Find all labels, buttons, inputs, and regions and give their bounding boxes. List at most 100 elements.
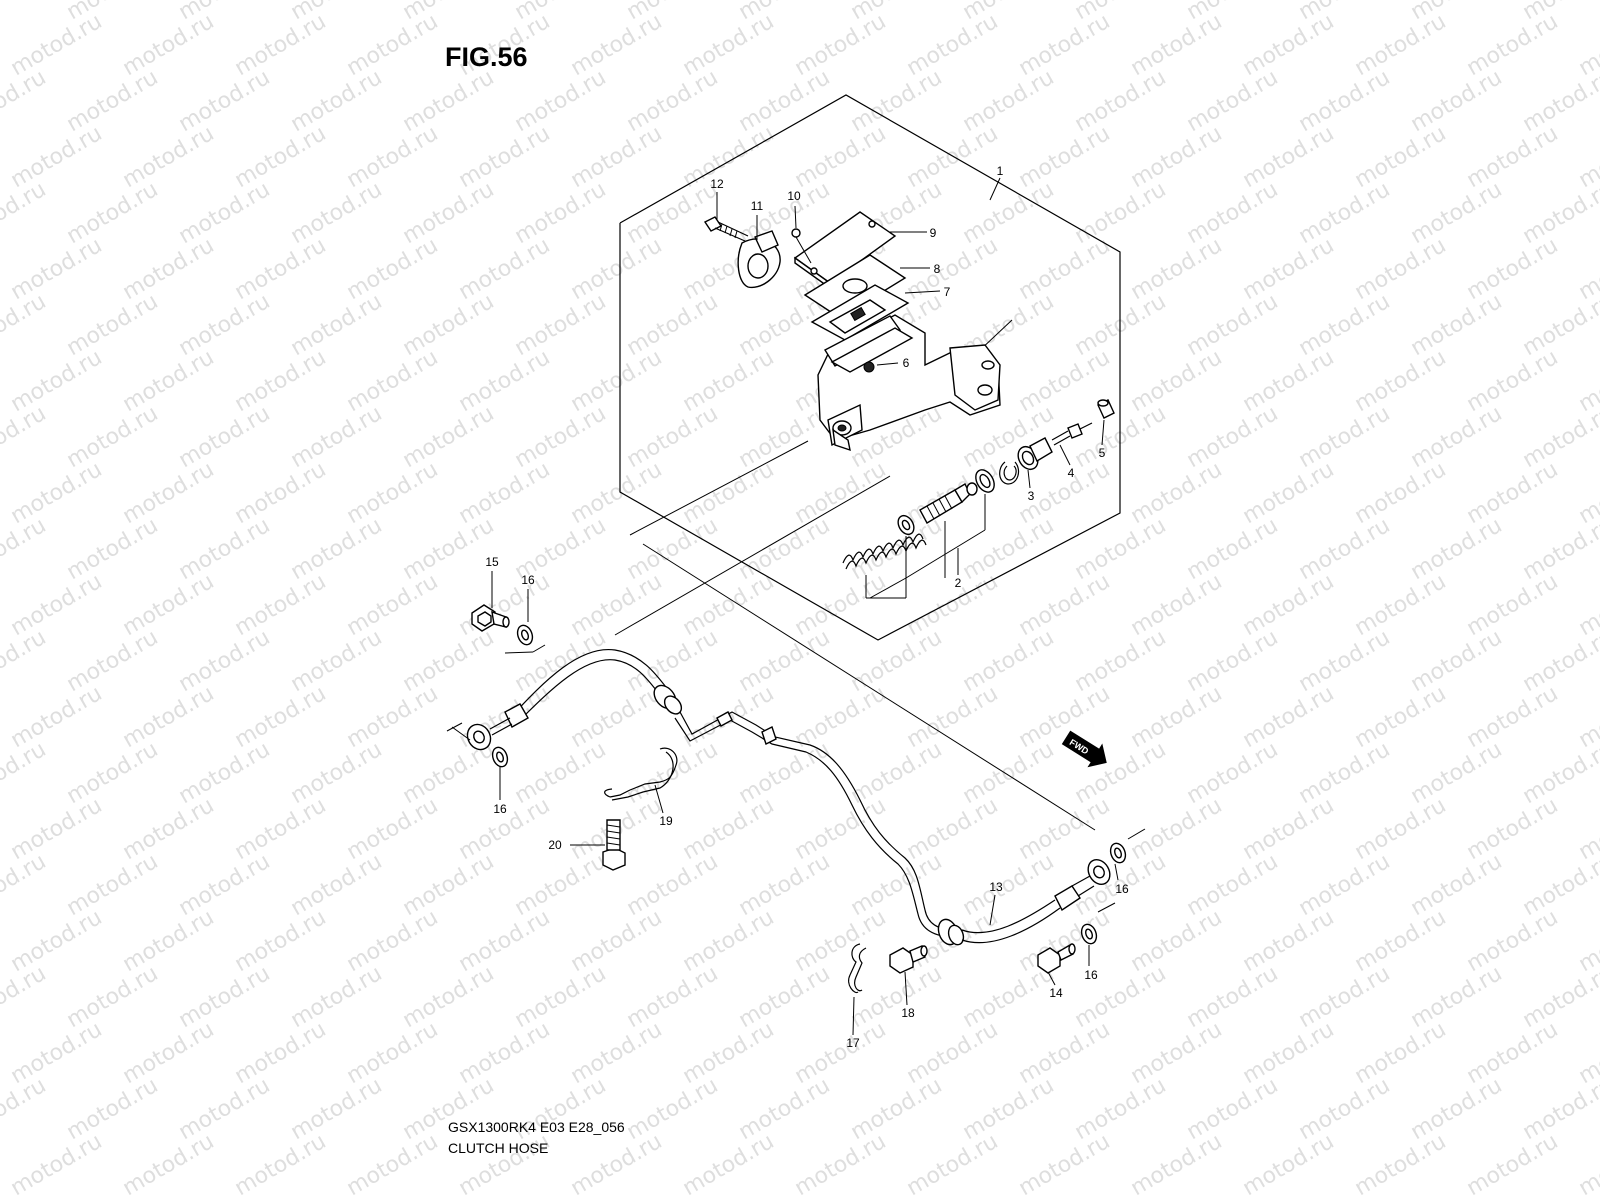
watermark-text: motod.ru (455, 233, 555, 305)
watermark-text: motod.ru (455, 569, 555, 641)
callout-2: 2 (955, 576, 962, 590)
watermark-text: motod.ru (343, 9, 443, 81)
watermark-text: motod.ru (1351, 681, 1451, 753)
watermark-text: motod.ru (679, 569, 779, 641)
figure-title: FIG.56 (445, 42, 528, 72)
boot (1017, 437, 1053, 471)
watermark-text: motod.ru (1295, 849, 1395, 921)
watermark-text: motod.ru (679, 793, 779, 865)
watermark-text: motod.ru (1351, 345, 1451, 417)
watermark-text: motod.ru (1519, 625, 1600, 697)
watermark-text: motod.ru (287, 65, 387, 137)
watermark-text: motod.ru (1127, 121, 1227, 193)
callout-12: 12 (710, 177, 724, 191)
callout-11: 11 (751, 199, 764, 213)
watermark-text: motod.ru (175, 849, 275, 921)
watermark-text: motod.ru (119, 121, 219, 193)
watermark-text: motod.ru (959, 65, 1059, 137)
watermark-text: motod.ru (399, 177, 499, 249)
watermark-text: motod.ru (0, 177, 50, 249)
watermark-text: motod.ru (679, 1129, 779, 1200)
watermark-text: motod.ru (1127, 681, 1227, 753)
watermark-text: motod.ru (679, 457, 779, 529)
callout-numbers: 1 2 3 4 5 6 7 8 9 10 11 12 13 14 15 16 1… (485, 164, 1129, 1050)
gasket-16d (1080, 923, 1098, 945)
watermark-text: motod.ru (903, 233, 1003, 305)
watermark-text: motod.ru (399, 849, 499, 921)
watermark-text: motod.ru (1351, 9, 1451, 81)
watermark-text: motod.ru (7, 1017, 107, 1089)
circlip-3 (999, 461, 1020, 485)
watermark-text: motod.ru (1407, 177, 1507, 249)
watermark-text: motod.ru (735, 1073, 835, 1145)
watermark-text: motod.ru (511, 65, 611, 137)
watermark-text: motod.ru (511, 289, 611, 361)
watermark-text: motod.ru (847, 65, 947, 137)
watermark-text: motod.ru (7, 345, 107, 417)
watermark-text: motod.ru (7, 457, 107, 529)
watermark-text: motod.ru (287, 625, 387, 697)
watermark-text: motod.ru (0, 737, 50, 809)
watermark-text: motod.ru (1015, 9, 1115, 81)
gasket-16c (1109, 842, 1127, 864)
watermark-text: motod.ru (1407, 65, 1507, 137)
watermark-text: motod.ru (735, 65, 835, 137)
reservoir-cap (793, 211, 897, 290)
watermark-text: motod.ru (1575, 1129, 1600, 1200)
watermark-text: motod.ru (231, 457, 331, 529)
watermark-text: motod.ru (63, 177, 163, 249)
watermark-text: motod.ru (63, 65, 163, 137)
watermark-text: motod.ru (1183, 961, 1283, 1033)
washer-guide-lines (446, 644, 1146, 913)
watermark-text: motod.ru (119, 345, 219, 417)
watermark-text: motod.ru (847, 1073, 947, 1145)
watermark-text: motod.ru (63, 737, 163, 809)
watermark-text: motod.ru (1183, 401, 1283, 473)
callout-17: 17 (846, 1036, 860, 1050)
watermark-text: motod.ru (1239, 1129, 1339, 1200)
watermark-text: motod.ru (175, 1073, 275, 1145)
piston-spring (842, 533, 927, 570)
assembly-boundary (619, 94, 1121, 641)
watermark-text: motod.ru (567, 1017, 667, 1089)
watermark-text: motod.ru (1015, 1129, 1115, 1200)
watermark-text: motod.ru (119, 681, 219, 753)
screw-10 (791, 228, 812, 264)
watermark-text: motod.ru (1463, 1129, 1563, 1200)
watermark-text: motod.ru (1463, 457, 1563, 529)
watermark-text: motod.ru (1239, 9, 1339, 81)
watermark-text: motod.ru (343, 793, 443, 865)
watermark-text: motod.ru (63, 513, 163, 585)
watermark-text: motod.ru (847, 513, 947, 585)
watermark-text: motod.ru (119, 1129, 219, 1200)
watermark-text: motod.ru (903, 121, 1003, 193)
watermark-text: motod.ru (119, 905, 219, 977)
watermark-text: motod.ru (119, 9, 219, 81)
watermark-text: motod.ru (1407, 961, 1507, 1033)
watermark-text: motod.ru (175, 401, 275, 473)
push-rod-4 (1051, 422, 1093, 446)
watermark-text: motod.ru (343, 233, 443, 305)
watermark-text: motod.ru (455, 905, 555, 977)
watermark-text: motod.ru (287, 401, 387, 473)
watermark-text: motod.ru (175, 65, 275, 137)
watermark-text: motod.ru (0, 1073, 50, 1145)
diaphragm-plate (803, 254, 907, 319)
watermark-text: motod.ru (1519, 513, 1600, 585)
watermark-text: motod.ru (287, 289, 387, 361)
watermark-text: motod.ru (7, 233, 107, 305)
watermark-text: motod.ru (511, 849, 611, 921)
watermark-text: motod.ru (1463, 1017, 1563, 1089)
watermark-text: motod.ru (1127, 345, 1227, 417)
watermark-text: motod.ru (1463, 569, 1563, 641)
watermark-text: motod.ru (1071, 65, 1171, 137)
callout-10: 10 (787, 189, 801, 203)
watermark-text: motod.ru (735, 849, 835, 921)
watermark-text: motod.ru (791, 457, 891, 529)
watermark-text: motod.ru (399, 513, 499, 585)
watermark-text: motod.ru (1407, 1073, 1507, 1145)
watermark-text: motod.ru (959, 625, 1059, 697)
cap-5 (1097, 399, 1115, 419)
